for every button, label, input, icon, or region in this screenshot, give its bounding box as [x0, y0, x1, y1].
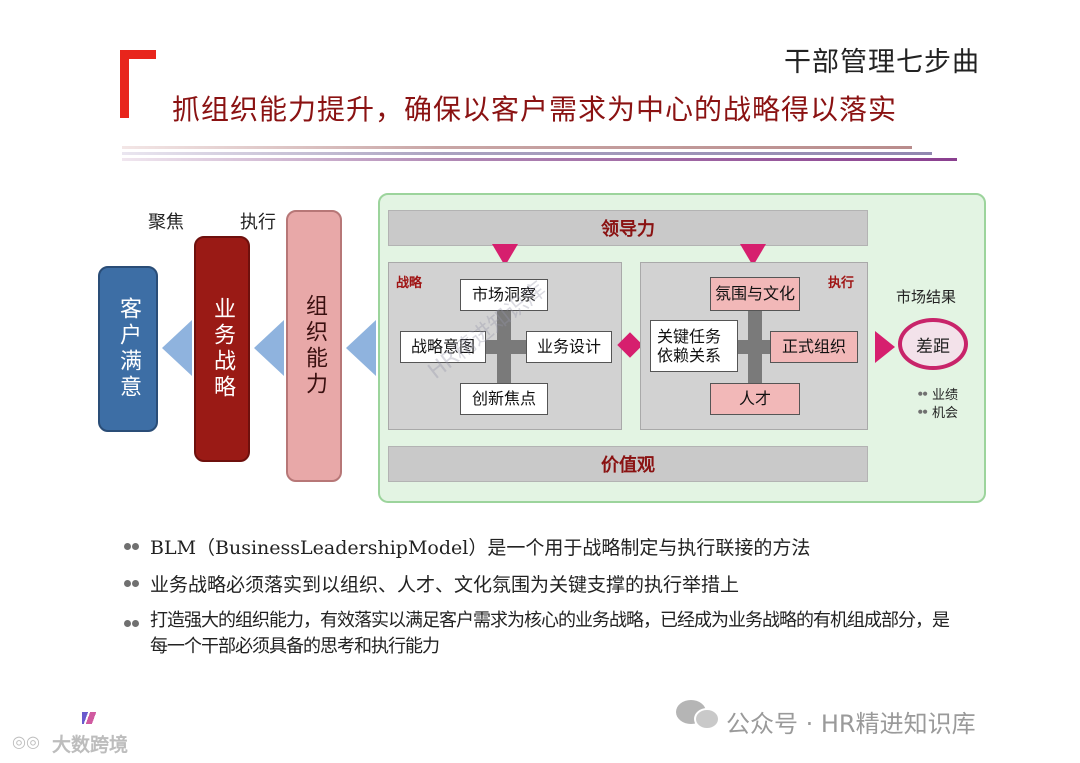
result-bullet-icon	[918, 409, 928, 415]
pillar-customer-satisfaction: 客户满意	[98, 266, 158, 432]
node-market-insight: 市场洞察	[460, 279, 548, 311]
brand-watermark: 大数跨境	[52, 734, 129, 756]
node-strategic-intent: 战略意图	[400, 331, 486, 363]
node-innovation-focus: 创新焦点	[460, 383, 548, 415]
bullet-icon	[124, 620, 140, 628]
execute-label: 执行	[240, 212, 276, 233]
node-critical-tasks: 关键任务依赖关系	[650, 320, 738, 372]
strategy-cross-horizontal	[470, 340, 538, 354]
brand-mark-icon: ◎◎	[12, 732, 40, 751]
wechat-icon-bubble	[694, 708, 720, 730]
bullet-text-1: BLM（BusinessLeadershipModel）是一个用于战略制定与执行…	[150, 537, 811, 559]
title-bracket	[120, 50, 156, 118]
gap-circle: 差距	[898, 318, 968, 370]
result-item-opportunity: 机会	[932, 406, 959, 421]
leadership-arrow-strategy	[492, 244, 518, 266]
node-business-design: 业务设计	[526, 331, 612, 363]
focus-label: 聚焦	[148, 212, 184, 233]
leadership-band: 领导力	[388, 210, 868, 246]
market-result-label: 市场结果	[896, 288, 957, 306]
pillar-org-capability: 组织能力	[286, 210, 342, 482]
header-divider-1	[122, 146, 912, 149]
series-title: 干部管理七步曲	[784, 47, 980, 78]
result-bullet-icon	[918, 391, 928, 397]
leadership-arrow-execution	[740, 244, 766, 266]
strategy-label: 战略	[396, 276, 423, 291]
pillar-org-capability-text: 组织能力	[302, 294, 327, 398]
bullet-text-3: 打造强大的组织能力，有效落实以满足客户需求为核心的业务战略，已经成为业务战略的有…	[150, 610, 950, 658]
node-talent: 人才	[710, 383, 800, 415]
arrow-left-1	[162, 320, 192, 376]
bullet-text-2: 业务战略必须落实到以组织、人才、文化氛围为关键支撑的执行举措上	[150, 574, 740, 596]
result-arrow	[875, 331, 895, 363]
arrow-left-2	[254, 320, 284, 376]
arrow-left-3	[346, 320, 376, 376]
wechat-account-watermark: 公众号 · HR精进知识库	[726, 710, 976, 738]
values-band: 价值观	[388, 446, 868, 482]
page-title: 抓组织能力提升，确保以客户需求为中心的战略得以落实	[172, 93, 898, 126]
brand-logo-icon	[82, 712, 98, 724]
node-formal-organization: 正式组织	[770, 331, 858, 363]
result-item-performance: 业绩	[932, 388, 959, 403]
pillar-business-strategy: 业务战略	[194, 236, 250, 462]
header-divider-3	[122, 158, 957, 161]
execution-label: 执行	[828, 276, 855, 291]
header-divider-2	[122, 152, 932, 155]
pillar-business-strategy-text: 业务战略	[210, 297, 235, 401]
bullet-icon	[124, 580, 140, 588]
pillar-customer-satisfaction-text: 客户满意	[116, 297, 141, 401]
node-climate-culture: 氛围与文化	[710, 277, 800, 311]
bullet-icon	[124, 543, 140, 551]
